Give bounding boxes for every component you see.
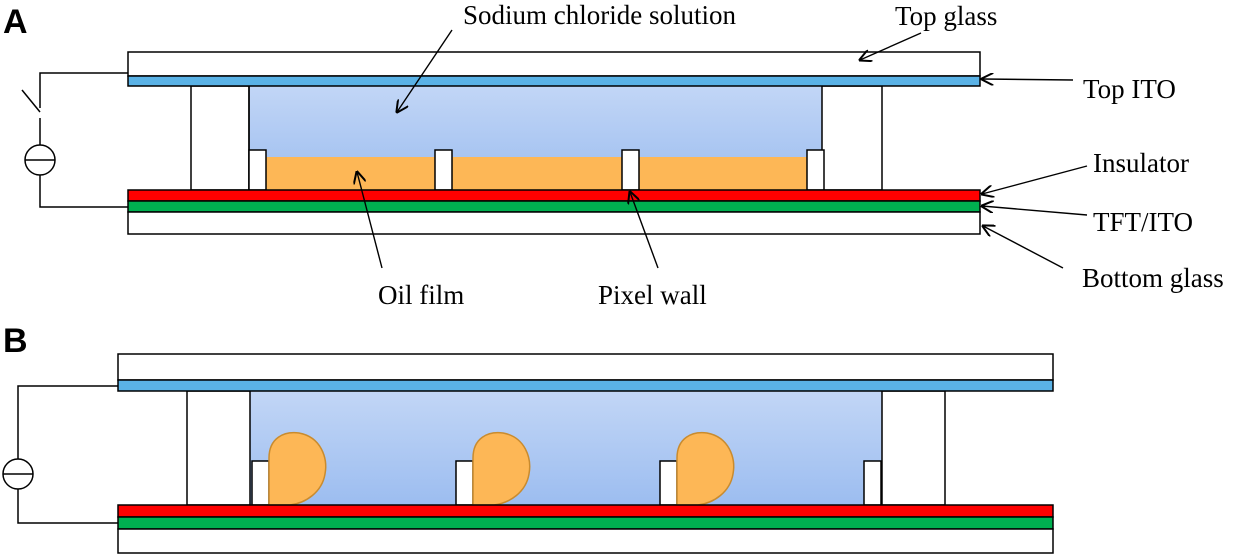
oil-droplet bbox=[268, 431, 327, 506]
left-spacer bbox=[190, 85, 250, 191]
label-insulator: Insulator bbox=[1093, 148, 1189, 178]
arrow-oil-film bbox=[357, 172, 383, 269]
panel-a: A Sodium chloride solution bbox=[3, 0, 1224, 310]
circuit-b bbox=[2, 385, 118, 524]
bottom-glass bbox=[127, 211, 981, 235]
top-glass bbox=[117, 353, 1054, 381]
solution-region bbox=[250, 391, 882, 505]
insulator-layer bbox=[117, 504, 1054, 518]
arrow-insulator bbox=[982, 165, 1088, 194]
top-ito bbox=[117, 379, 1054, 392]
left-spacer bbox=[186, 390, 251, 506]
pixel-wall bbox=[434, 149, 453, 191]
arrow-top-ito bbox=[982, 79, 1074, 80]
arrow-tft-ito bbox=[982, 206, 1088, 216]
pixel-wall bbox=[863, 460, 882, 506]
arrow-pixel-wall bbox=[630, 192, 659, 269]
label-oil-film: Oil film bbox=[378, 280, 464, 310]
tft-ito-layer bbox=[117, 516, 1054, 530]
arrow-bottom-glass bbox=[983, 226, 1064, 269]
pixel-wall bbox=[659, 460, 678, 506]
right-spacer bbox=[821, 85, 883, 191]
pixel-wall bbox=[248, 149, 267, 191]
oil-droplet bbox=[472, 431, 531, 506]
switch-icon bbox=[21, 89, 41, 113]
label-top-ito: Top ITO bbox=[1083, 74, 1176, 104]
panel-a-label: A bbox=[3, 3, 28, 41]
label-sodium-chloride: Sodium chloride solution bbox=[463, 0, 736, 30]
annotation-arrows bbox=[357, 29, 1088, 269]
oil-film bbox=[266, 157, 807, 190]
label-top-glass: Top glass bbox=[895, 1, 997, 31]
label-tft-ito: TFT/ITO bbox=[1093, 207, 1193, 237]
bottom-glass bbox=[117, 528, 1054, 554]
oil-droplet bbox=[676, 431, 735, 506]
right-spacer bbox=[881, 390, 946, 506]
label-pixel-wall: Pixel wall bbox=[598, 280, 707, 310]
tft-ito-layer bbox=[127, 200, 981, 213]
panel-b: B bbox=[2, 322, 1054, 554]
pixel-wall bbox=[806, 149, 825, 191]
pixel-wall bbox=[455, 460, 474, 506]
top-ito bbox=[127, 75, 981, 87]
label-bottom-glass: Bottom glass bbox=[1082, 263, 1224, 293]
top-glass bbox=[127, 51, 981, 77]
arrow-solution bbox=[397, 29, 453, 112]
insulator-layer bbox=[127, 189, 981, 202]
arrow-top-glass bbox=[860, 32, 922, 60]
panel-b-label: B bbox=[3, 322, 28, 360]
circuit-a bbox=[21, 72, 128, 208]
pixel-wall bbox=[251, 460, 270, 506]
pixel-wall bbox=[621, 149, 640, 191]
